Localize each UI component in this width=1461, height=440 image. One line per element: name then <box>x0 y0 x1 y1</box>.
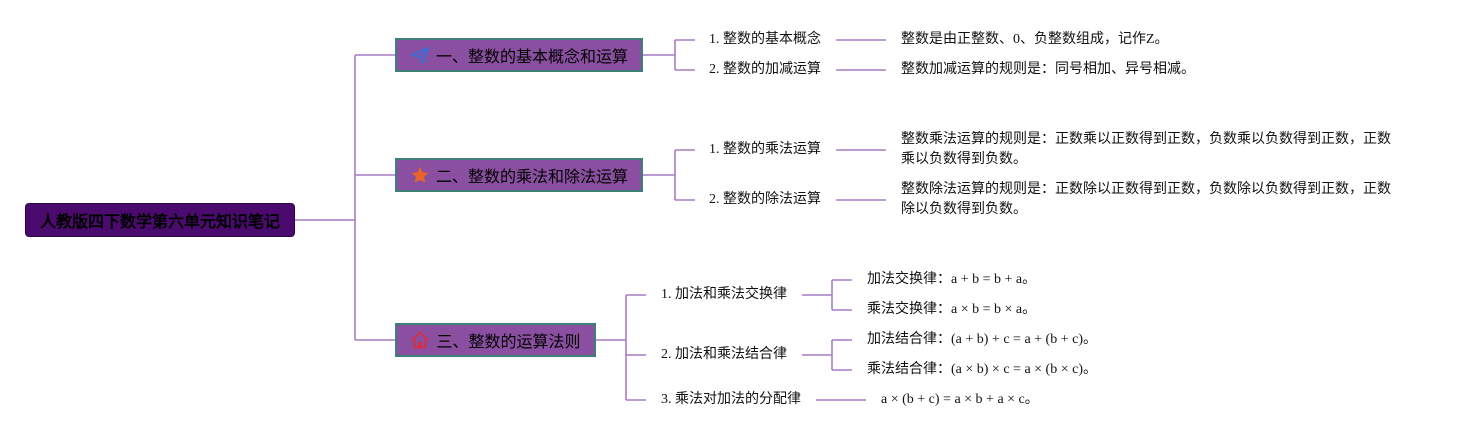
paper-plane-icon <box>411 47 429 64</box>
sub-topic-3-2[interactable]: 2. 加法和乘法结合律 <box>661 347 787 362</box>
note-3-2-1: 加法结合律：(a + b) + c = a + (b + c)。 <box>867 332 1097 347</box>
note-1-2: 整数加减运算的规则是：同号相加、异号相减。 <box>901 62 1195 77</box>
note-3-2-2: 乘法结合律：(a × b) × c = a × (b × c)。 <box>867 362 1097 377</box>
note-1-1: 整数是由正整数、0、负整数组成，记作Z。 <box>901 32 1169 47</box>
note-3-3-1: a × (b + c) = a × b + a × c。 <box>881 392 1039 407</box>
branch-label-3: 三、整数的运算法则 <box>436 334 581 351</box>
root-node[interactable]: 人教版四下数学第六单元知识笔记 <box>25 203 295 237</box>
branch-node-3[interactable]: 三、整数的运算法则 <box>395 323 596 357</box>
sub-topic-3-3[interactable]: 3. 乘法对加法的分配律 <box>661 392 801 407</box>
root-label: 人教版四下数学第六单元知识笔记 <box>39 214 280 231</box>
sub-topic-2-2[interactable]: 2. 整数的除法运算 <box>709 192 821 207</box>
branch-node-2[interactable]: 二、整数的乘法和除法运算 <box>395 158 643 192</box>
star-icon <box>411 166 429 183</box>
note-3-1-2: 乘法交换律：a × b = b × a。 <box>867 302 1037 317</box>
sub-topic-1-1[interactable]: 1. 整数的基本概念 <box>709 32 821 47</box>
branch-label-1: 一、整数的基本概念和运算 <box>435 49 628 66</box>
sub-topic-1-2[interactable]: 2. 整数的加减运算 <box>709 62 821 77</box>
home-icon <box>411 331 430 349</box>
branch-label-2: 二、整数的乘法和除法运算 <box>435 169 628 186</box>
sub-topic-2-1[interactable]: 1. 整数的乘法运算 <box>709 142 821 157</box>
sub-topic-3-1[interactable]: 1. 加法和乘法交换律 <box>661 287 787 302</box>
branch-node-1[interactable]: 一、整数的基本概念和运算 <box>395 38 643 72</box>
note-2-2: 整数除法运算的规则是：正数除以正数得到正数，负数除以负数得到正数，正数除以负数得… <box>901 182 1391 217</box>
note-2-1: 整数乘法运算的规则是：正数乘以正数得到正数，负数乘以负数得到正数，正数乘以负数得… <box>901 132 1391 167</box>
note-3-1-1: 加法交换律：a + b = b + a。 <box>867 272 1037 287</box>
